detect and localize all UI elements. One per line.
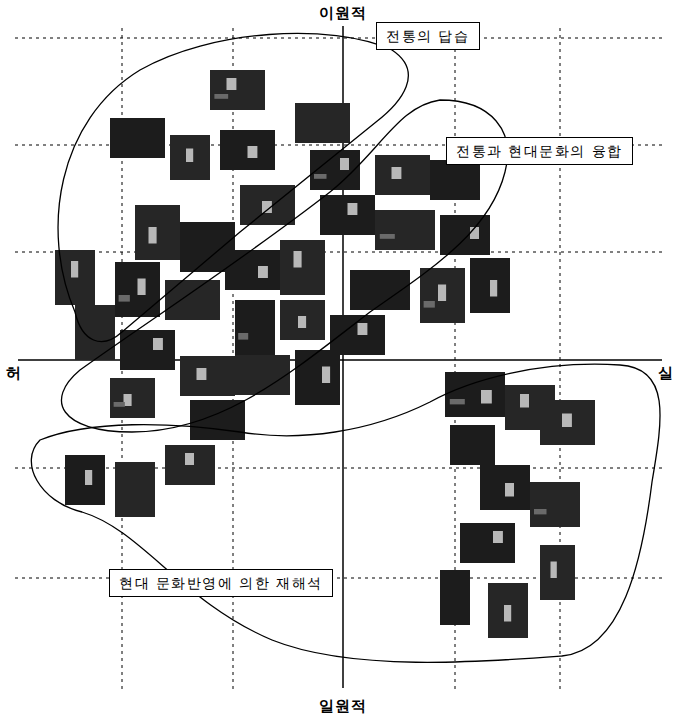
photo-thumbnail — [480, 465, 530, 510]
photo-thumbnail — [420, 268, 465, 323]
axis-label: 일원적 — [317, 697, 369, 715]
photo-thumbnail — [225, 250, 280, 290]
axis-label: 실 — [656, 364, 676, 382]
cluster-outlines — [31, 33, 660, 662]
axis-label: 이원적 — [317, 4, 369, 22]
cluster-label: 전통과 현대문화의 융합 — [456, 141, 623, 161]
photo-thumbnail — [55, 250, 95, 305]
photo-thumbnail — [75, 305, 115, 360]
photo-thumbnail — [65, 455, 105, 505]
photo-thumbnail — [540, 400, 595, 445]
photo-thumbnail — [115, 262, 160, 317]
photo-thumbnail — [450, 425, 495, 465]
photo-thumbnail — [240, 185, 295, 225]
cluster-label-box: 전통의 답습 — [376, 22, 480, 50]
photo-thumbnail — [440, 570, 470, 625]
photo-thumbnail — [165, 445, 215, 485]
photo-thumbnail — [320, 195, 375, 235]
photo-thumbnail — [295, 103, 350, 143]
axes — [18, 26, 662, 688]
photo-thumbnail — [530, 482, 580, 527]
cluster-label-box: 현대 문화반영에 의한 재해석 — [109, 569, 333, 597]
photo-thumbnail — [440, 215, 490, 255]
photo-thumbnail — [488, 583, 528, 638]
photo-thumbnail — [165, 280, 220, 320]
photo-thumbnail — [445, 372, 505, 417]
grid-lines — [15, 28, 665, 690]
photo-thumbnail — [110, 118, 165, 158]
photo-thumbnail — [280, 300, 325, 340]
photo-thumbnail — [190, 400, 245, 440]
photo-thumbnail — [115, 462, 155, 517]
photo-thumbnail — [470, 258, 510, 313]
cluster-label: 현대 문화반영에 의한 재해석 — [119, 573, 323, 593]
cluster-label: 전통의 답습 — [386, 26, 470, 46]
photo-thumbnail — [235, 355, 290, 395]
cluster-label-box: 전통과 현대문화의 융합 — [446, 137, 633, 165]
photo-thumbnail — [135, 205, 180, 260]
photo-thumbnail — [375, 210, 435, 250]
photo-thumbnail — [280, 240, 325, 295]
photo-thumbnail — [540, 545, 575, 600]
axis-label: 허 — [4, 364, 24, 382]
photo-thumbnail — [220, 130, 275, 170]
photo-thumbnail — [180, 356, 235, 396]
photo-thumbnail — [110, 378, 155, 418]
photo-thumbnail — [375, 155, 430, 195]
photo-thumbnail — [295, 350, 340, 405]
photo-thumbnail — [430, 160, 480, 200]
photo-thumbnail — [210, 70, 265, 110]
photo-thumbnail — [170, 135, 210, 180]
photo-thumbnail — [460, 523, 515, 563]
photo-thumbnail — [235, 300, 275, 355]
